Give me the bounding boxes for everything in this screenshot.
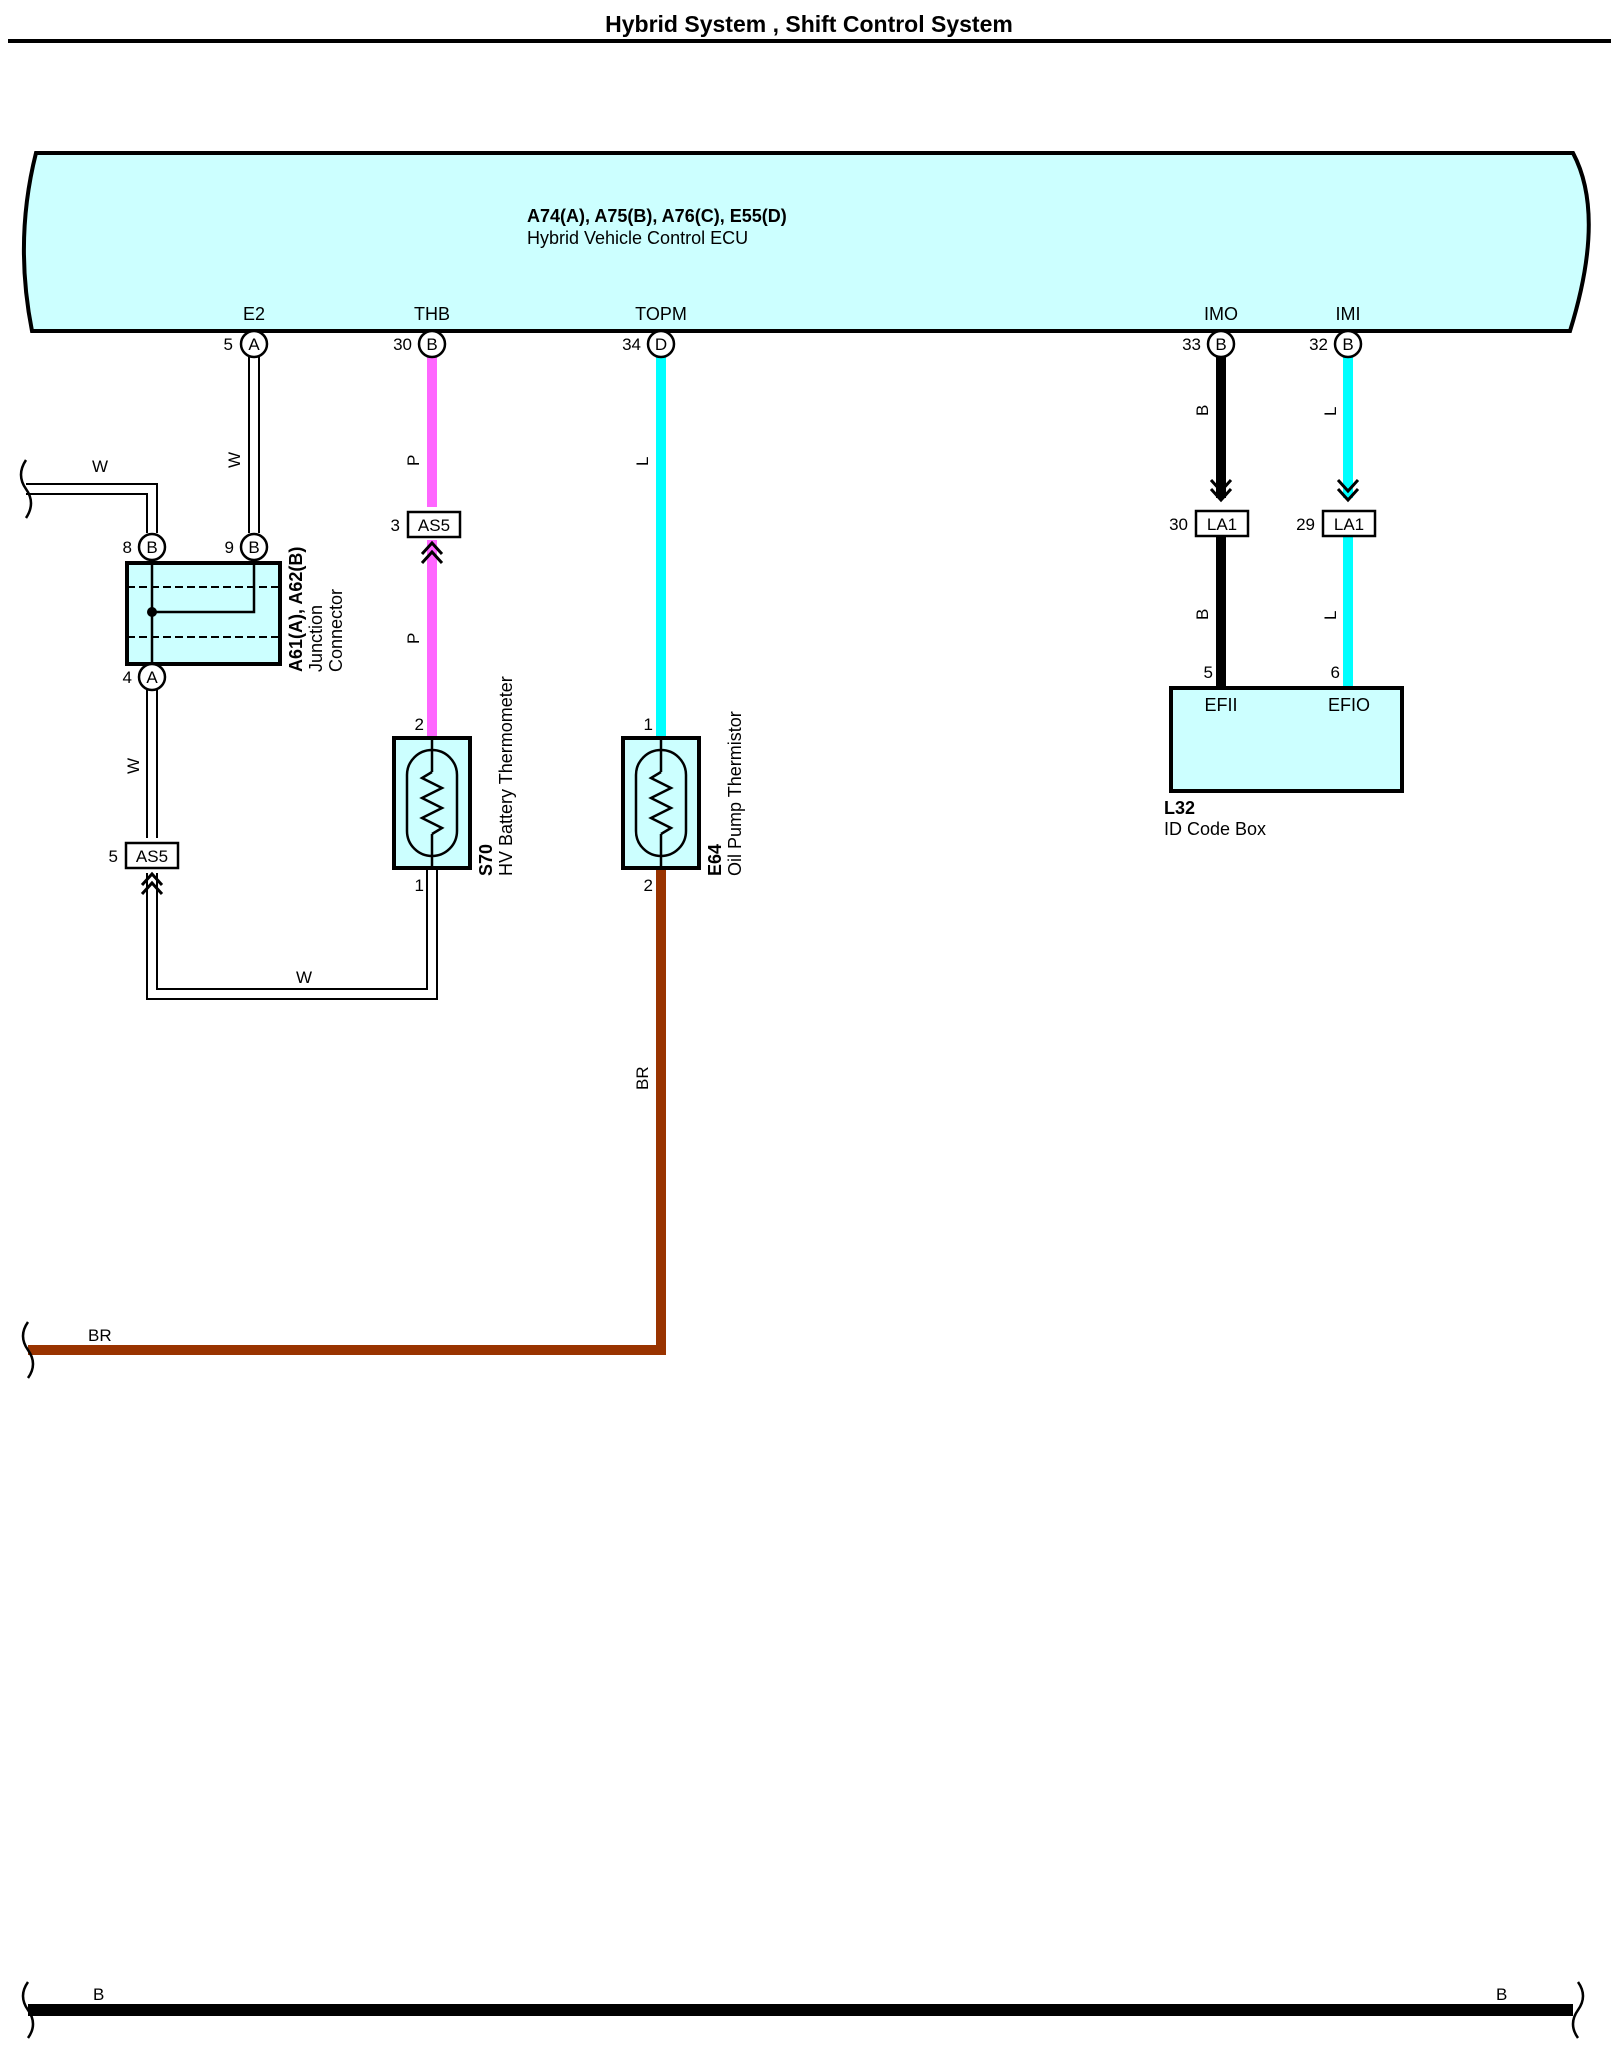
e64-name: Oil Pump Thermistor xyxy=(725,711,745,876)
ecu-pin-imi-number: 32 xyxy=(1309,335,1328,354)
junction-connector-label: A61(A), A62(B) Junction Connector xyxy=(286,547,346,672)
ecu-terminal-thb: THB xyxy=(414,304,450,324)
junction-connector-id: A61(A), A62(B) xyxy=(286,547,306,672)
inline-connector-as5-3-id: AS5 xyxy=(418,516,450,535)
ecu-id: A74(A), A75(B), A76(C), E55(D) xyxy=(527,206,787,226)
wire-code-w-bottom: W xyxy=(296,968,312,987)
ecu-terminal-imo: IMO xyxy=(1204,304,1238,324)
l32-terminal-efii: EFII xyxy=(1204,695,1237,715)
wire-break-ground-left xyxy=(21,1981,35,2039)
inline-connector-as5-3-pin: 3 xyxy=(391,516,400,535)
e64-id: E64 xyxy=(705,844,725,876)
wire-break-left-br xyxy=(21,1321,35,1379)
ecu-terminal-e2: E2 xyxy=(243,304,265,324)
ecu-pin-e2-number: 5 xyxy=(224,335,233,354)
s70-resistor-icon xyxy=(419,770,445,836)
ecu-pin-thb-conn: B xyxy=(426,335,437,354)
wire-code-w-down: W xyxy=(124,758,143,774)
inline-connector-la1-30-id: LA1 xyxy=(1207,515,1237,534)
l32-pin-left: 5 xyxy=(1204,663,1213,682)
ecu-terminal-topm: TOPM xyxy=(635,304,687,324)
junction-connector-name-1: Junction xyxy=(306,605,326,672)
ecu-box[interactable] xyxy=(21,151,1591,333)
ecu-pin-topm[interactable]: D xyxy=(646,329,676,359)
junction-pin-9-conn: B xyxy=(248,538,259,557)
inline-connector-la1-29[interactable]: LA1 xyxy=(1321,478,1377,538)
e64-pin-bottom: 2 xyxy=(644,876,653,895)
wire-code-l-imi-lower: L xyxy=(1321,611,1340,620)
ecu-pin-imo-conn: B xyxy=(1215,335,1226,354)
wire-code-b-ground-right: B xyxy=(1496,1985,1507,2004)
ecu-pin-thb-number: 30 xyxy=(393,335,412,354)
wire-code-br-horizontal: BR xyxy=(88,1326,112,1345)
wire-break-left-w xyxy=(19,459,33,519)
l32-name: ID Code Box xyxy=(1164,819,1266,839)
junction-pin-4-conn: A xyxy=(146,668,158,687)
ecu-pin-imi[interactable]: B xyxy=(1333,329,1363,359)
wire-break-ground-right xyxy=(1571,1981,1585,2039)
junction-pin-8[interactable]: B xyxy=(137,532,167,562)
s70-label: S70 HV Battery Thermometer xyxy=(476,676,516,876)
s70-pin-top: 2 xyxy=(415,715,424,734)
junction-pin-8-number: 8 xyxy=(123,538,132,557)
ecu-pin-imi-conn: B xyxy=(1342,335,1353,354)
l32-terminal-efio: EFIO xyxy=(1328,695,1370,715)
page-title: Hybrid System , Shift Control System xyxy=(605,11,1013,37)
wire-code-l-topm: L xyxy=(633,457,652,466)
ecu-pin-e2[interactable]: A xyxy=(239,329,269,359)
junction-pin-8-conn: B xyxy=(146,538,157,557)
e64-thermistor[interactable] xyxy=(621,736,701,870)
wire-w-loop[interactable] xyxy=(146,688,438,1000)
wire-code-p-upper: P xyxy=(404,455,423,466)
junction-connector-name-2: Connector xyxy=(326,589,346,672)
s70-thermometer[interactable] xyxy=(392,736,472,870)
ecu-name: Hybrid Vehicle Control ECU xyxy=(527,228,748,248)
wire-code-l-imi-upper: L xyxy=(1321,407,1340,416)
e64-resistor-icon xyxy=(648,770,674,836)
wire-code-p-lower: P xyxy=(404,633,423,644)
inline-connector-as5-5[interactable]: AS5 xyxy=(124,841,180,896)
junction-pin-9-number: 9 xyxy=(225,538,234,557)
ecu-pin-imo[interactable]: B xyxy=(1206,329,1236,359)
ecu-pin-e2-conn: A xyxy=(248,335,260,354)
wire-code-b-imo-lower: B xyxy=(1193,609,1212,620)
inline-connector-as5-5-id: AS5 xyxy=(136,847,168,866)
ecu-pin-imo-number: 33 xyxy=(1182,335,1201,354)
l32-pin-right: 6 xyxy=(1331,663,1340,682)
inline-connector-la1-29-id: LA1 xyxy=(1334,515,1364,534)
l32-id: L32 xyxy=(1164,798,1195,818)
l32-id-code-box[interactable] xyxy=(1169,686,1404,793)
junction-connector[interactable] xyxy=(125,546,282,677)
wire-code-b-imo-upper: B xyxy=(1193,405,1212,416)
wire-code-w-left: W xyxy=(92,457,108,476)
ecu-pin-topm-conn: D xyxy=(655,335,667,354)
inline-connector-la1-30[interactable]: LA1 xyxy=(1194,478,1250,538)
s70-pin-bottom: 1 xyxy=(415,876,424,895)
junction-pin-9[interactable]: B xyxy=(239,532,269,562)
inline-connector-la1-29-pin: 29 xyxy=(1296,515,1315,534)
wire-code-br-vertical: BR xyxy=(633,1066,652,1090)
wire-br[interactable] xyxy=(28,868,666,1355)
inline-connector-as5-3[interactable]: AS5 xyxy=(406,510,462,565)
wire-code-b-ground-left: B xyxy=(93,1985,104,2004)
junction-pin-4-number: 4 xyxy=(123,668,132,687)
s70-id: S70 xyxy=(476,844,496,876)
wire-w-left[interactable] xyxy=(26,483,158,533)
e64-pin-top: 1 xyxy=(644,715,653,734)
ecu-terminal-imi: IMI xyxy=(1336,304,1361,324)
inline-connector-la1-30-pin: 30 xyxy=(1169,515,1188,534)
ecu-pin-topm-number: 34 xyxy=(622,335,641,354)
junction-pin-4[interactable]: A xyxy=(137,662,167,692)
inline-connector-as5-5-pin: 5 xyxy=(109,847,118,866)
wire-code-w-e2: W xyxy=(225,452,244,468)
e64-label: E64 Oil Pump Thermistor xyxy=(705,711,745,876)
ecu-pin-thb[interactable]: B xyxy=(417,329,447,359)
s70-name: HV Battery Thermometer xyxy=(496,676,516,876)
